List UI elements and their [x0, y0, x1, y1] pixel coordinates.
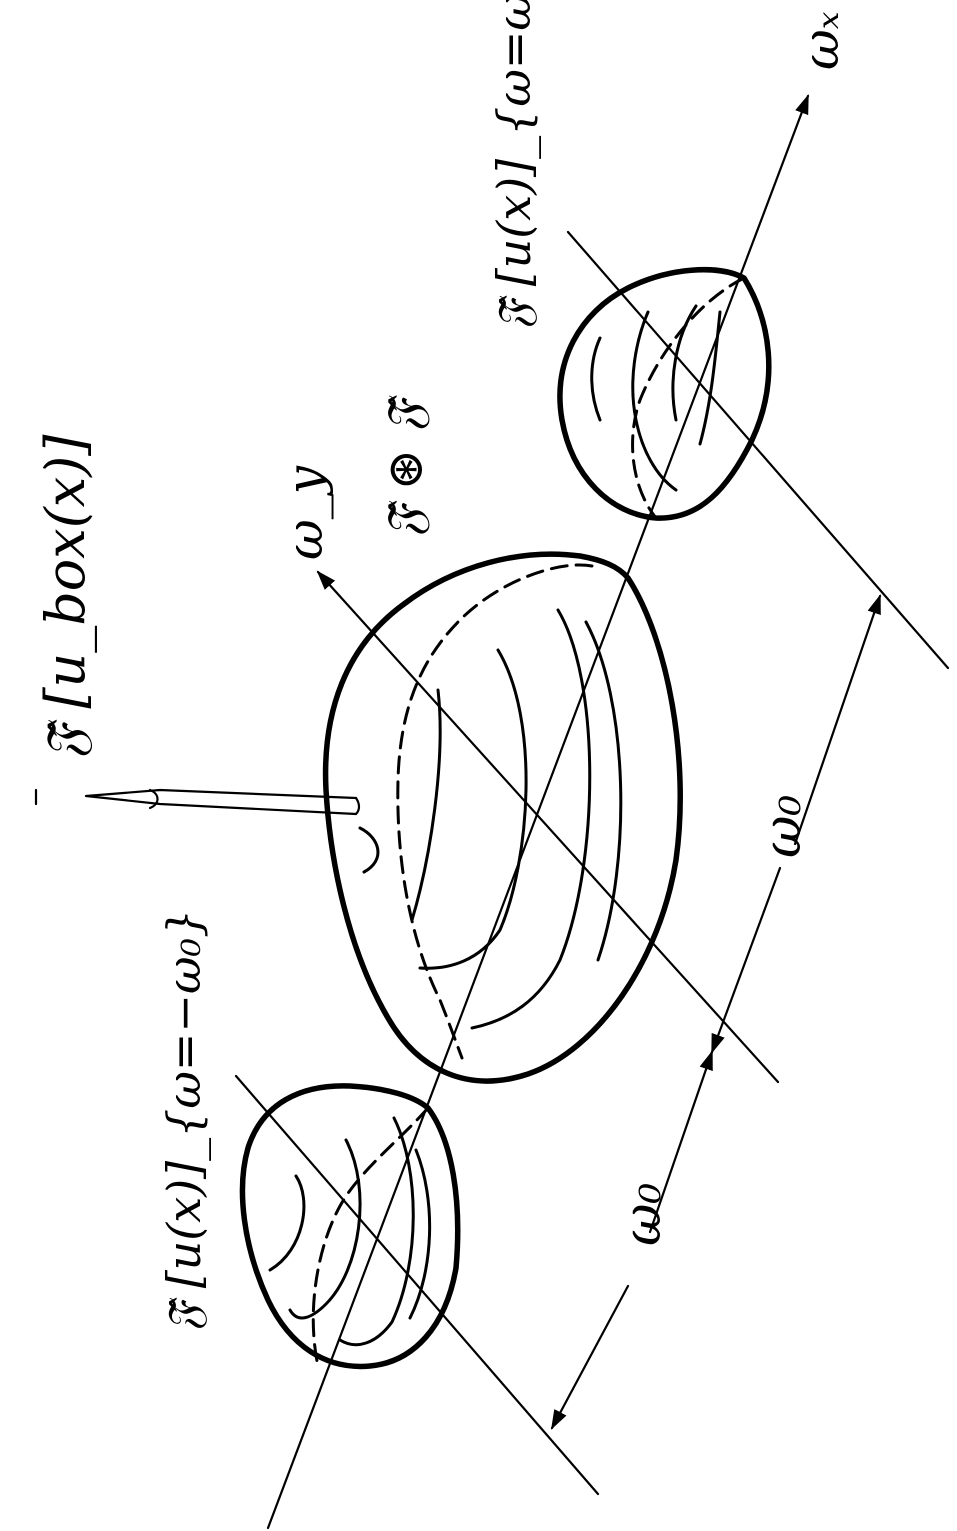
- label-right: 𝔉̂ [u(x)]_{ω=ω₀}: [487, 0, 541, 330]
- label-wy: ω_y: [276, 465, 334, 560]
- left-lobe-axis: [234, 1074, 600, 1496]
- dimension-upper: [710, 594, 882, 1054]
- label-left: 𝔉̂ [u(x)]_{ω=−ω₀}: [157, 909, 211, 1332]
- right-lobe: [557, 266, 772, 521]
- label-wx: ωₓ: [792, 11, 850, 70]
- right-lobe-axis: [566, 230, 950, 670]
- label-dimension-upper: ω₀: [753, 795, 813, 858]
- label-dimension-lower: ω₀: [613, 1183, 673, 1246]
- label-top: 𝔉̂ [u_box(x)]: [34, 434, 97, 760]
- left-lobe: [239, 1083, 461, 1370]
- center-lobe: [322, 551, 683, 1084]
- wy-axis: [316, 570, 780, 1084]
- label-center: 𝔉̂ ⊛ 𝔉̂: [376, 395, 434, 538]
- dimension-lower: [550, 1050, 714, 1430]
- pointer-arrow: [34, 788, 361, 816]
